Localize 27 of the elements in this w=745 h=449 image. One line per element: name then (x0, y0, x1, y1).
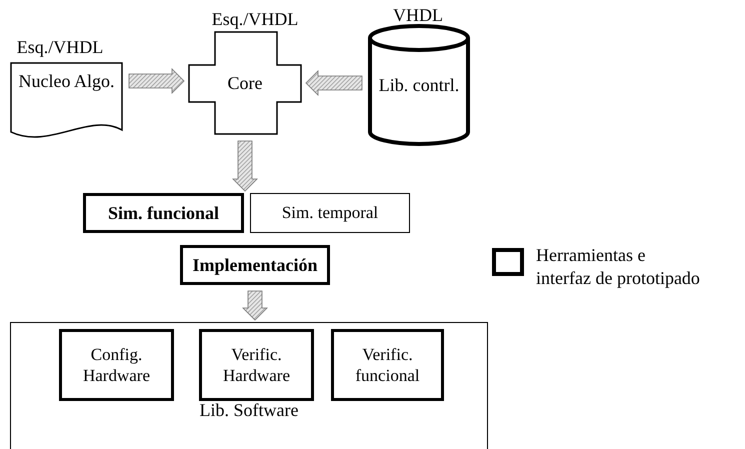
node-caption: VHDL (392, 4, 444, 26)
node-label: Nucleo Algo. (18, 70, 116, 92)
process-box (83, 193, 244, 233)
process-box (59, 329, 174, 401)
hatched-arrow (128, 68, 185, 94)
node-label: Sim. temporal (280, 202, 380, 224)
node-label: Config. Hardware (82, 344, 151, 386)
node-label: Lib. Software (198, 398, 300, 421)
node-label: Core (226, 72, 264, 94)
hatched-arrow (242, 290, 268, 321)
hatched-arrow (232, 140, 258, 192)
container-box (10, 322, 488, 449)
node-label: Implementación (192, 254, 318, 276)
node-label: Verific. Hardware (222, 344, 291, 386)
process-box (331, 329, 444, 401)
process-box (199, 329, 314, 401)
node-label: Lib. contrl. (378, 74, 460, 96)
node-caption: Esq./VHDL (210, 8, 300, 30)
process-box (180, 245, 330, 285)
cylinder-shape (368, 24, 470, 146)
hatched-arrow (305, 70, 362, 96)
node-caption: Esq./VHDL (16, 36, 104, 58)
node-label: Verific. funcional (354, 344, 421, 386)
cross-shape (188, 31, 302, 135)
legend-label: Herramientas e interfaz de prototipado (536, 244, 701, 289)
process-box (250, 193, 410, 233)
node-label: Sim. funcional (106, 202, 220, 224)
